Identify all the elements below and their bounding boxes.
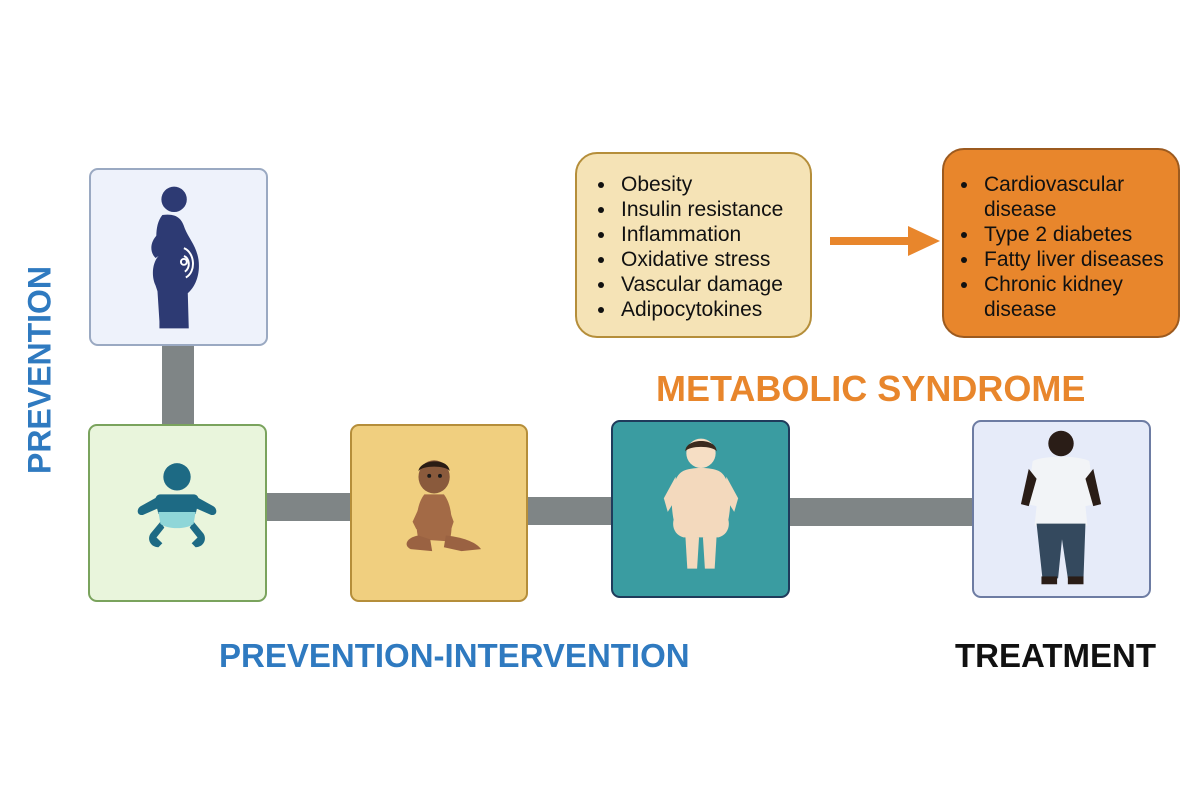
risk-factors-list: Obesity Insulin resistance Inflammation … (577, 172, 810, 322)
outcome-item: Chronic kidney disease (980, 272, 1174, 322)
infant-icon (137, 463, 217, 548)
outcome-item: Cardiovascular disease (980, 172, 1174, 222)
sitting-baby-icon (406, 460, 482, 552)
connector-pregnancy-infant (162, 343, 194, 427)
stage-pregnancy (89, 168, 268, 346)
stage-sitting-baby (350, 424, 528, 602)
risk-factor-item: Vascular damage (617, 272, 810, 297)
stage-overweight-child (611, 420, 790, 598)
connector-infant-baby (263, 493, 353, 521)
prevention-intervention-label: PREVENTION-INTERVENTION (219, 637, 690, 674)
arrow-right-icon (830, 226, 940, 256)
pregnant-woman-icon (151, 186, 199, 329)
connector-child-adult (788, 498, 974, 526)
risk-factor-item: Inflammation (617, 222, 810, 247)
risk-factor-item: Insulin resistance (617, 197, 810, 222)
stage-obese-adult (972, 420, 1151, 598)
treatment-label: TREATMENT (955, 637, 1157, 674)
prevention-label: PREVENTION (21, 265, 58, 475)
risk-factor-item: Oxidative stress (617, 247, 810, 272)
outcome-item: Type 2 diabetes (980, 222, 1174, 247)
connector-baby-child (526, 497, 614, 525)
metabolic-syndrome-label: METABOLIC SYNDROME (656, 368, 1086, 409)
outcomes-box: Cardiovascular disease Type 2 diabetes F… (942, 148, 1180, 338)
risk-factor-item: Adipocytokines (617, 297, 810, 322)
overweight-child-icon (663, 438, 739, 569)
stage-infant (88, 424, 267, 602)
risk-factors-box: Obesity Insulin resistance Inflammation … (575, 152, 812, 338)
outcome-item: Fatty liver diseases (980, 247, 1174, 272)
obese-adult-icon (1020, 430, 1102, 585)
risk-factor-item: Obesity (617, 172, 810, 197)
outcomes-list: Cardiovascular disease Type 2 diabetes F… (944, 172, 1174, 322)
